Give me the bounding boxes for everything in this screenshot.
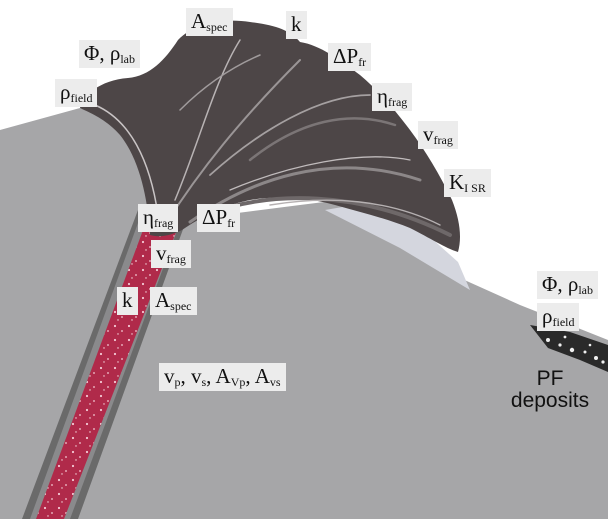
label-density-field-plume: ρfield — [55, 79, 97, 107]
label-density-field-deposit: ρfield — [537, 303, 579, 331]
pf-deposits-line1: PF — [500, 368, 600, 390]
label-fragmentation-pressure-plume: ΔPfr — [328, 43, 371, 71]
label-fragmentation-pressure-conduit: ΔPfr — [197, 204, 240, 232]
label-wave-velocities-attenuation: vp, vs, AVp, Avs — [159, 363, 286, 391]
label-porosity-density-lab-plume: Φ, ρlab — [79, 40, 140, 68]
label-permeability-conduit: k — [117, 287, 138, 315]
label-porosity-density-lab-deposit: Φ, ρlab — [537, 271, 598, 299]
label-specific-area-conduit: Aspec — [150, 287, 197, 315]
label-fragmentation-efficiency-plume: ηfrag — [372, 83, 412, 111]
label-permeability-plume: k — [286, 11, 307, 39]
pf-deposits-label: PF deposits — [500, 368, 600, 412]
label-fragmentation-speed-plume: vfrag — [418, 121, 458, 149]
label-fragmentation-efficiency-conduit: ηfrag — [138, 204, 178, 232]
pf-deposits-line2: deposits — [500, 390, 600, 412]
label-fragmentation-speed-conduit: vfrag — [151, 240, 191, 268]
label-fracture-toughness-plume: KI SR — [444, 169, 491, 197]
label-specific-area-plume: Aspec — [186, 8, 233, 36]
